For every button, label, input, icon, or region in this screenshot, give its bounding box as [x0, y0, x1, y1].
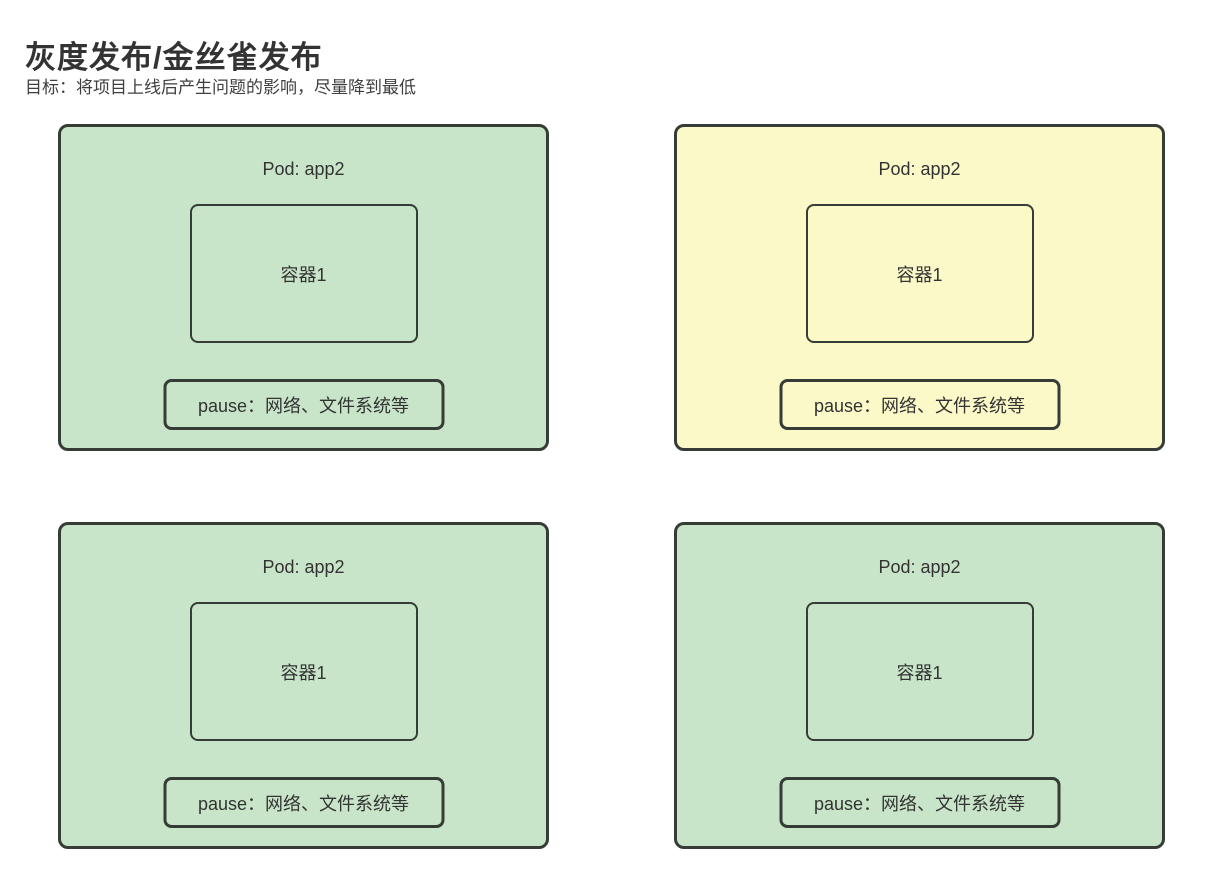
pause-label: pause：网络、文件系统等	[813, 793, 1026, 814]
container-box: 容器1	[189, 204, 418, 343]
pause-box: pause：网络、文件系统等	[779, 777, 1060, 828]
container-label: 容器1	[896, 264, 943, 285]
pause-box: pause：网络、文件系统等	[779, 379, 1060, 430]
pause-box: pause：网络、文件系统等	[163, 379, 444, 430]
pause-label: pause：网络、文件系统等	[197, 793, 410, 814]
container-label: 容器1	[280, 662, 327, 683]
container-label: 容器1	[896, 662, 943, 683]
pause-label: pause：网络、文件系统等	[813, 395, 1026, 416]
pod-box-top-left: Pod: app2 容器1 pause：网络、文件系统等	[58, 124, 549, 451]
pod-box-top-right: Pod: app2 容器1 pause：网络、文件系统等	[674, 124, 1165, 451]
pod-label: Pod: app2	[262, 557, 345, 577]
page-title: 灰度发布/金丝雀发布	[25, 39, 323, 75]
container-box: 容器1	[805, 602, 1034, 741]
pod-label: Pod: app2	[262, 159, 345, 179]
page-subtitle: 目标：将项目上线后产生问题的影响，尽量降到最低	[25, 78, 416, 97]
pod-box-bottom-left: Pod: app2 容器1 pause：网络、文件系统等	[58, 522, 549, 849]
pod-box-bottom-right: Pod: app2 容器1 pause：网络、文件系统等	[674, 522, 1165, 849]
container-label: 容器1	[280, 264, 327, 285]
container-box: 容器1	[189, 602, 418, 741]
pod-label: Pod: app2	[878, 557, 961, 577]
pod-label: Pod: app2	[878, 159, 961, 179]
pause-box: pause：网络、文件系统等	[163, 777, 444, 828]
pause-label: pause：网络、文件系统等	[197, 395, 410, 416]
container-box: 容器1	[805, 204, 1034, 343]
